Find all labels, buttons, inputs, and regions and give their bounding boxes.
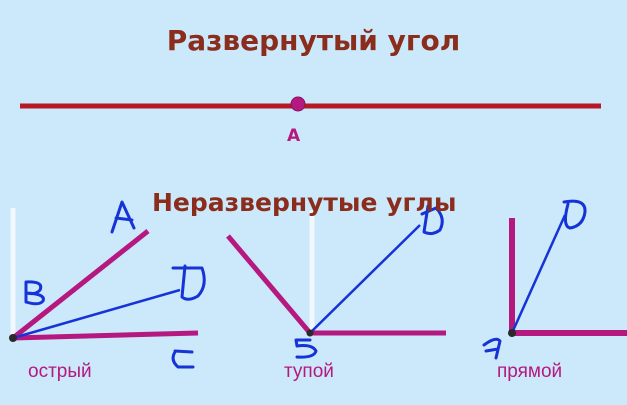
handwritten-letter-a-2 bbox=[482, 337, 502, 360]
obtuse-ray-left bbox=[226, 234, 312, 335]
right-extra-line bbox=[510, 214, 567, 334]
handwritten-letter-d bbox=[171, 264, 206, 301]
handwritten-letter-d-3 bbox=[562, 199, 587, 230]
acute-vertex bbox=[9, 334, 17, 342]
obtuse-vertex bbox=[306, 329, 314, 337]
straight-angle-vertex bbox=[290, 96, 306, 112]
section-title: Неразвернутые углы bbox=[152, 188, 457, 217]
handwritten-letter-a bbox=[110, 200, 136, 234]
handwritten-letter-c bbox=[171, 349, 195, 369]
page-title: Развернутый угол bbox=[166, 24, 461, 57]
caption-acute: острый bbox=[28, 361, 92, 382]
acute-bisector-line bbox=[12, 288, 181, 340]
straight-angle-point-label: A bbox=[287, 126, 301, 146]
right-vertex bbox=[508, 329, 516, 337]
handwritten-letter-b-2 bbox=[294, 338, 318, 359]
obtuse-angle bbox=[226, 204, 446, 359]
handwritten-letter-d-2 bbox=[420, 204, 444, 236]
acute-ray-upper bbox=[11, 229, 150, 340]
obtuse-extra-line bbox=[309, 224, 421, 334]
caption-right: прямой bbox=[497, 361, 563, 382]
handwritten-letter-b bbox=[24, 280, 45, 306]
right-angle bbox=[482, 199, 627, 360]
acute-ray-lower bbox=[12, 330, 199, 341]
caption-obtuse: тупой bbox=[284, 361, 334, 382]
acute-angle bbox=[9, 200, 206, 369]
